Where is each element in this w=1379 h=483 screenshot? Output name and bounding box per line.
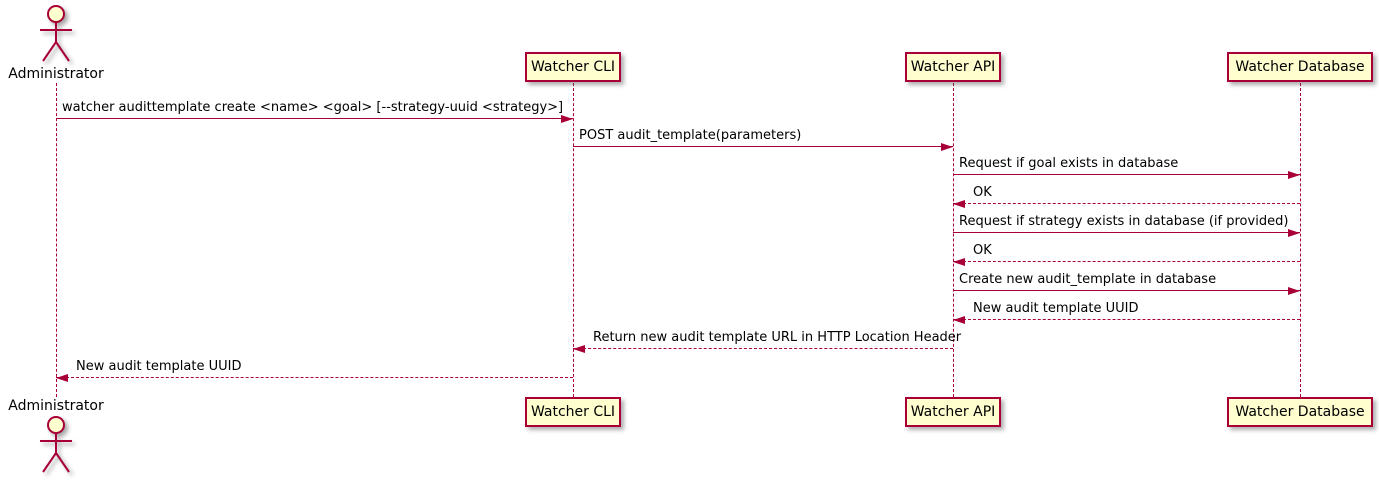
message-label: POST audit_template(parameters)	[579, 128, 802, 143]
message-arrow	[56, 118, 573, 119]
participant-watcher-api-bottom: Watcher API	[905, 397, 1001, 427]
message-request-strategy-exists: Request if strategy exists in database (…	[953, 214, 1300, 237]
administrator-actor-icon	[40, 5, 72, 62]
arrowhead-left-icon	[953, 258, 965, 266]
message-new-uuid-db: New audit template UUID	[953, 301, 1300, 324]
participant-watcher-database-top: Watcher Database	[1227, 52, 1373, 82]
arrowhead-right-icon	[561, 115, 573, 123]
message-new-uuid-admin: New audit template UUID	[56, 359, 573, 382]
participant-watcher-api-top: Watcher API	[905, 52, 1001, 82]
message-arrow	[573, 348, 953, 349]
lifeline-watcher-api	[953, 83, 954, 397]
message-label: New audit template UUID	[973, 301, 1139, 316]
arrowhead-left-icon	[953, 200, 965, 208]
lifeline-watcher-database	[1300, 83, 1301, 397]
message-arrow	[953, 261, 1300, 262]
message-request-goal-exists: Request if goal exists in database	[953, 156, 1300, 179]
arrowhead-right-icon	[941, 143, 953, 151]
message-label: OK	[973, 185, 992, 200]
message-post-audit-template: POST audit_template(parameters)	[573, 128, 953, 151]
message-create-audittemplate: watcher audittemplate create <name> <goa…	[56, 100, 573, 123]
message-arrow	[953, 174, 1300, 175]
message-create-audit-template-db: Create new audit_template in database	[953, 272, 1300, 295]
message-label: Create new audit_template in database	[959, 272, 1217, 287]
participant-watcher-cli-bottom: Watcher CLI	[525, 397, 621, 427]
message-label: Return new audit template URL in HTTP Lo…	[593, 330, 962, 345]
message-label: Request if goal exists in database	[959, 156, 1179, 171]
message-arrow	[56, 377, 573, 378]
administrator-actor-icon	[40, 416, 72, 473]
message-label: Request if strategy exists in database (…	[959, 214, 1289, 229]
arrowhead-left-icon	[953, 316, 965, 324]
message-label: OK	[973, 243, 992, 258]
administrator-label-bottom: Administrator	[8, 398, 104, 414]
lifeline-watcher-cli	[573, 83, 574, 397]
arrowhead-right-icon	[1288, 287, 1300, 295]
lifeline-administrator	[56, 83, 57, 397]
message-return-url: Return new audit template URL in HTTP Lo…	[573, 330, 962, 353]
message-ok-goal: OK	[953, 185, 1300, 208]
message-arrow	[953, 232, 1300, 233]
arrowhead-right-icon	[1288, 229, 1300, 237]
participant-watcher-database-bottom: Watcher Database	[1227, 397, 1373, 427]
message-arrow	[953, 203, 1300, 204]
message-ok-strategy: OK	[953, 243, 1300, 266]
administrator-label-top: Administrator	[8, 66, 104, 82]
arrowhead-left-icon	[56, 374, 68, 382]
participant-watcher-cli-top: Watcher CLI	[525, 52, 621, 82]
message-arrow	[573, 146, 953, 147]
message-arrow	[953, 319, 1300, 320]
arrowhead-right-icon	[1288, 171, 1300, 179]
arrowhead-left-icon	[573, 345, 585, 353]
message-arrow	[953, 290, 1300, 291]
message-label: New audit template UUID	[76, 359, 242, 374]
message-label: watcher audittemplate create <name> <goa…	[62, 100, 564, 115]
